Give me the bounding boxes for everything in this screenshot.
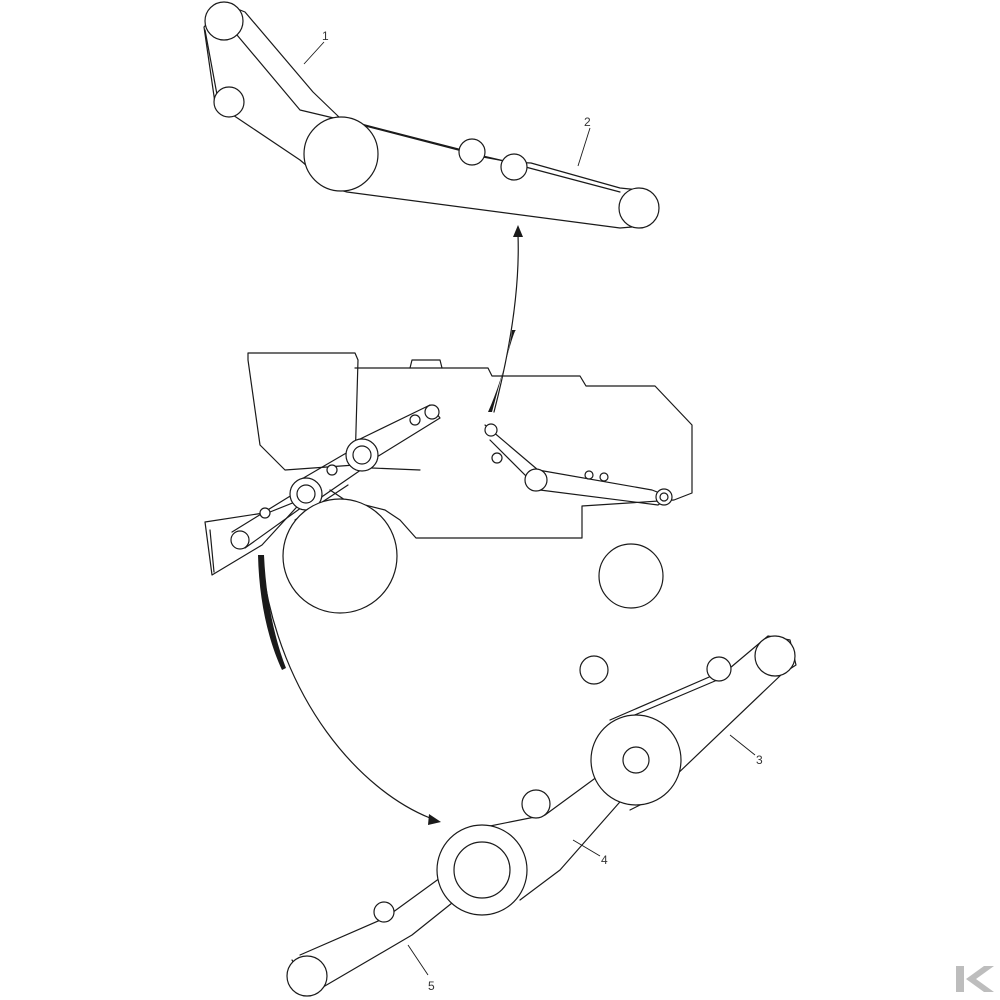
machine-roller-j [524, 468, 548, 492]
callout-3-label: 3 [756, 753, 763, 767]
callout-5-leader [407, 944, 429, 976]
upper-tension-pulley-a [458, 138, 486, 166]
machine-feed-frame [204, 497, 306, 576]
k-brand-logo-icon [956, 966, 994, 992]
machine-roller-d [326, 464, 338, 476]
machine-main-drum [282, 498, 398, 614]
lower-idler-a [706, 656, 732, 682]
machine-roller-f [259, 507, 271, 519]
lower-main-hub [453, 841, 511, 899]
machine-body [204, 352, 693, 685]
callout-1-label: 1 [322, 29, 329, 43]
arrow-upper-curve [493, 234, 519, 413]
callout-2-leader [577, 127, 591, 167]
callout-4-label: 4 [601, 853, 608, 867]
machine-roller-l [599, 472, 609, 482]
machine-roller-g [230, 530, 250, 550]
upper-drive-pulley [303, 116, 379, 192]
callout-5-label: 5 [428, 979, 435, 993]
callout-2-label: 2 [584, 115, 591, 129]
arrow-to-lower-assembly [258, 555, 441, 825]
arrow-upper-head [513, 225, 523, 237]
machine-rear-wheel [598, 543, 664, 609]
machine-feed-frame-inner [209, 529, 215, 573]
machine-small-wheel [579, 655, 609, 685]
machine-roller-k [584, 470, 594, 480]
machine-roller-b [409, 414, 421, 426]
lower-idler-b [521, 789, 551, 819]
belt-3-inner [629, 677, 723, 718]
machine-roller-h [484, 423, 498, 437]
lower-belt-assembly: 3 4 5 [286, 635, 797, 997]
machine-rear-belt [484, 424, 671, 506]
machine-roller-c-hub [352, 445, 372, 465]
belt-1-outline [203, 3, 641, 229]
arrow-lower-curve [261, 564, 431, 819]
machine-roller-a [424, 404, 440, 420]
lower-idler-c [373, 901, 395, 923]
lower-drive-hub [622, 746, 650, 774]
lower-start-pulley [286, 955, 328, 997]
belt-1-back-run [204, 29, 219, 101]
machine-housing [329, 367, 693, 539]
lower-end-pulley [754, 635, 796, 677]
upper-end-pulley [618, 187, 660, 229]
callout-4-leader [572, 839, 601, 857]
callout-3-leader [729, 734, 756, 756]
arrow-to-upper-assembly [488, 225, 523, 413]
machine-top-cap [409, 359, 443, 369]
machine-hopper [247, 352, 359, 471]
arrow-upper-heavy [488, 330, 516, 412]
upper-idler-pulley [213, 86, 245, 118]
belt-1-inner-run [215, 9, 621, 193]
upper-tension-pulley-b [500, 153, 528, 181]
machine-roller-i [491, 452, 503, 464]
machine-roller-m-hub [659, 492, 669, 502]
arrow-lower-heavy [258, 555, 286, 670]
callout-1-leader [303, 41, 325, 65]
arrow-lower-head [428, 814, 441, 825]
machine-roller-e-hub [296, 484, 316, 504]
upper-belt-assembly: 1 2 [203, 1, 660, 229]
upper-top-pulley [204, 1, 244, 41]
